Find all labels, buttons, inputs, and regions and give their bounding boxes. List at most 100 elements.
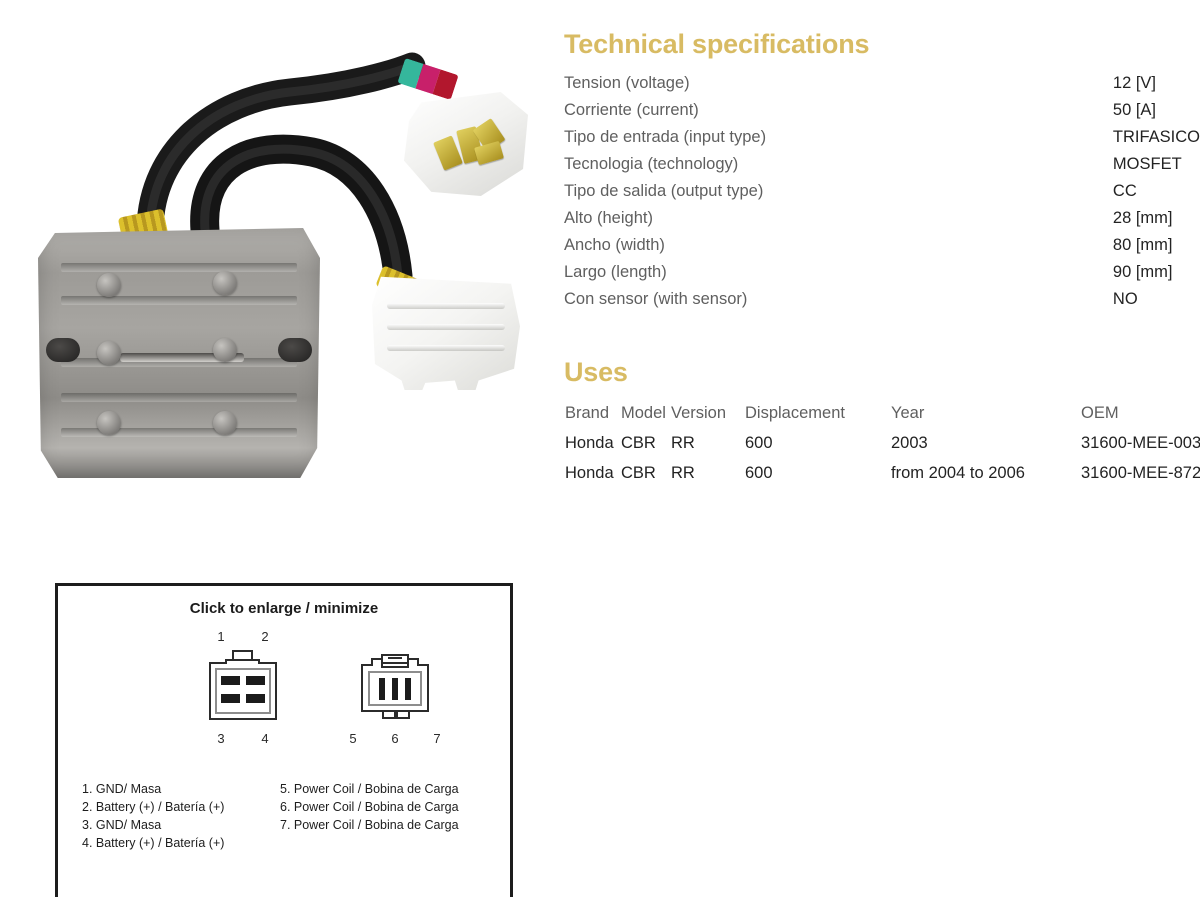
cell-model: CBR — [621, 433, 656, 452]
connector-rib — [386, 302, 506, 309]
wire-loom-upper — [0, 0, 556, 520]
connector-4pin-icon — [209, 650, 277, 720]
connector-4pin-figure: 1 2 3 4 — [178, 629, 308, 749]
uses-table: Brand Model Version Displacement Year OE… — [564, 398, 1200, 488]
table-row: Honda CBR RR 600 2003 31600-MEE-003 — [564, 428, 1200, 458]
table-row: Corriente (current) 50 [A] — [564, 97, 1200, 124]
table-row: Tipo de salida (output type) CC — [564, 178, 1200, 205]
pin-numbers-spacer — [330, 629, 460, 647]
legend-item: 2. Battery (+) / Batería (+) — [82, 800, 225, 814]
cell-version: RR — [671, 463, 695, 482]
cell-displacement: 600 — [745, 463, 773, 482]
pin-number: 5 — [349, 731, 357, 746]
heatsink-fin — [60, 428, 298, 437]
cell-displacement: 600 — [745, 433, 773, 452]
pin-legend-left: 1. GND/ Masa 2. Battery (+) / Batería (+… — [82, 780, 224, 852]
cell-brand: Honda — [565, 463, 614, 482]
spec-value: 12 [V] — [1112, 74, 1157, 92]
mounting-hole-right — [277, 338, 312, 362]
table-row: Con sensor (with sensor) NO — [564, 286, 1200, 313]
technical-specifications-table: Tension (voltage) 12 [V] Corriente (curr… — [564, 70, 1200, 313]
pinout-heading[interactable]: Click to enlarge / minimize — [189, 600, 379, 617]
table-row: Largo (length) 90 [mm] — [564, 259, 1200, 286]
spec-value: CC — [1112, 182, 1137, 200]
pin-number: 2 — [261, 629, 269, 644]
body-boss — [212, 270, 237, 295]
cell-oem: 31600-MEE-872 — [1081, 463, 1200, 482]
pinout-diagram-box[interactable]: Click to enlarge / minimize 1 2 3 4 — [55, 583, 513, 897]
pin-numbers-bottom: 5 6 7 — [330, 731, 460, 749]
legend-item: 1. GND/ Masa — [82, 782, 162, 796]
column-header-model: Model — [621, 403, 666, 422]
pin-numbers-top: 1 2 — [178, 629, 308, 647]
heatsink-fin — [60, 295, 298, 305]
body-boss — [97, 273, 122, 297]
spec-label: Largo (length) — [564, 263, 667, 281]
pin-number-placeholder — [388, 629, 402, 647]
spec-value: NO — [1112, 290, 1138, 308]
column-header-oem: OEM — [1081, 403, 1119, 422]
table-row: Honda CBR RR 600 from 2004 to 2006 31600… — [564, 458, 1200, 488]
cell-brand: Honda — [565, 433, 614, 452]
product-photo[interactable] — [0, 0, 556, 520]
connector-3pin-icon — [361, 654, 429, 719]
spec-label: Tecnologia (technology) — [564, 155, 739, 173]
spec-label: Corriente (current) — [564, 101, 699, 119]
specifications-pane: Technical specifications Tension (voltag… — [560, 0, 1200, 520]
spec-value: 28 [mm] — [1112, 209, 1173, 227]
pin-legend-right: 5. Power Coil / Bobina de Carga 6. Power… — [280, 780, 459, 834]
column-header-brand: Brand — [565, 403, 610, 422]
pin-number: 1 — [217, 629, 225, 644]
spec-value: 90 [mm] — [1112, 263, 1173, 281]
heatsink-fin — [60, 263, 298, 272]
spec-label: Tipo de entrada (input type) — [564, 128, 767, 146]
connector-3pin-figure: 5 6 7 — [330, 629, 460, 749]
cell-version: RR — [671, 433, 695, 452]
spec-value: MOSFET — [1112, 155, 1182, 173]
connector-rib — [386, 323, 506, 330]
product-photo-stage — [0, 0, 556, 520]
center-groove — [119, 353, 244, 362]
pin-numbers-bottom: 3 4 — [178, 731, 308, 749]
photo-connector-top — [404, 92, 528, 196]
spec-value: 80 [mm] — [1112, 236, 1173, 254]
pin-number: 4 — [261, 731, 269, 746]
cell-year: from 2004 to 2006 — [891, 463, 1025, 482]
spec-value: TRIFASICO — [1112, 128, 1200, 146]
heatsink-fin — [60, 393, 298, 402]
column-header-displacement: Displacement — [745, 403, 845, 422]
legend-item: 7. Power Coil / Bobina de Carga — [280, 818, 459, 832]
table-row: Tipo de entrada (input type) TRIFASICO — [564, 124, 1200, 151]
spec-label: Tipo de salida (output type) — [564, 182, 764, 200]
spec-label: Con sensor (with sensor) — [564, 290, 748, 308]
pin-number: 3 — [217, 731, 225, 746]
photo-connector-bottom — [372, 276, 520, 390]
body-boss — [212, 338, 237, 362]
body-boss — [97, 410, 122, 435]
regulator-body — [38, 228, 320, 478]
spec-label: Ancho (width) — [564, 236, 665, 254]
legend-item: 5. Power Coil / Bobina de Carga — [280, 782, 459, 796]
legend-item: 6. Power Coil / Bobina de Carga — [280, 800, 459, 814]
heatsink-fin — [60, 358, 298, 367]
connector-figures-row: 1 2 3 4 — [58, 629, 510, 764]
cell-year: 2003 — [891, 433, 928, 452]
cell-oem: 31600-MEE-003 — [1081, 433, 1200, 452]
spec-value: 50 [A] — [1112, 101, 1157, 119]
cell-model: CBR — [621, 463, 656, 482]
legend-item: 4. Battery (+) / Batería (+) — [82, 836, 225, 850]
uses-title: Uses — [564, 357, 628, 387]
table-row: Alto (height) 28 [mm] — [564, 205, 1200, 232]
spec-label: Tension (voltage) — [564, 74, 690, 92]
technical-specifications-title: Technical specifications — [564, 29, 870, 59]
column-header-version: Version — [671, 403, 727, 422]
table-header-row: Brand Model Version Displacement Year OE… — [564, 398, 1196, 428]
pin-number: 7 — [433, 731, 441, 746]
column-header-year: Year — [891, 403, 925, 422]
table-row: Tecnologia (technology) MOSFET — [564, 151, 1200, 178]
body-boss — [212, 410, 237, 435]
legend-item: 3. GND/ Masa — [82, 818, 162, 832]
table-row: Ancho (width) 80 [mm] — [564, 232, 1200, 259]
table-row: Tension (voltage) 12 [V] — [564, 70, 1200, 97]
pin-number: 6 — [391, 731, 399, 746]
